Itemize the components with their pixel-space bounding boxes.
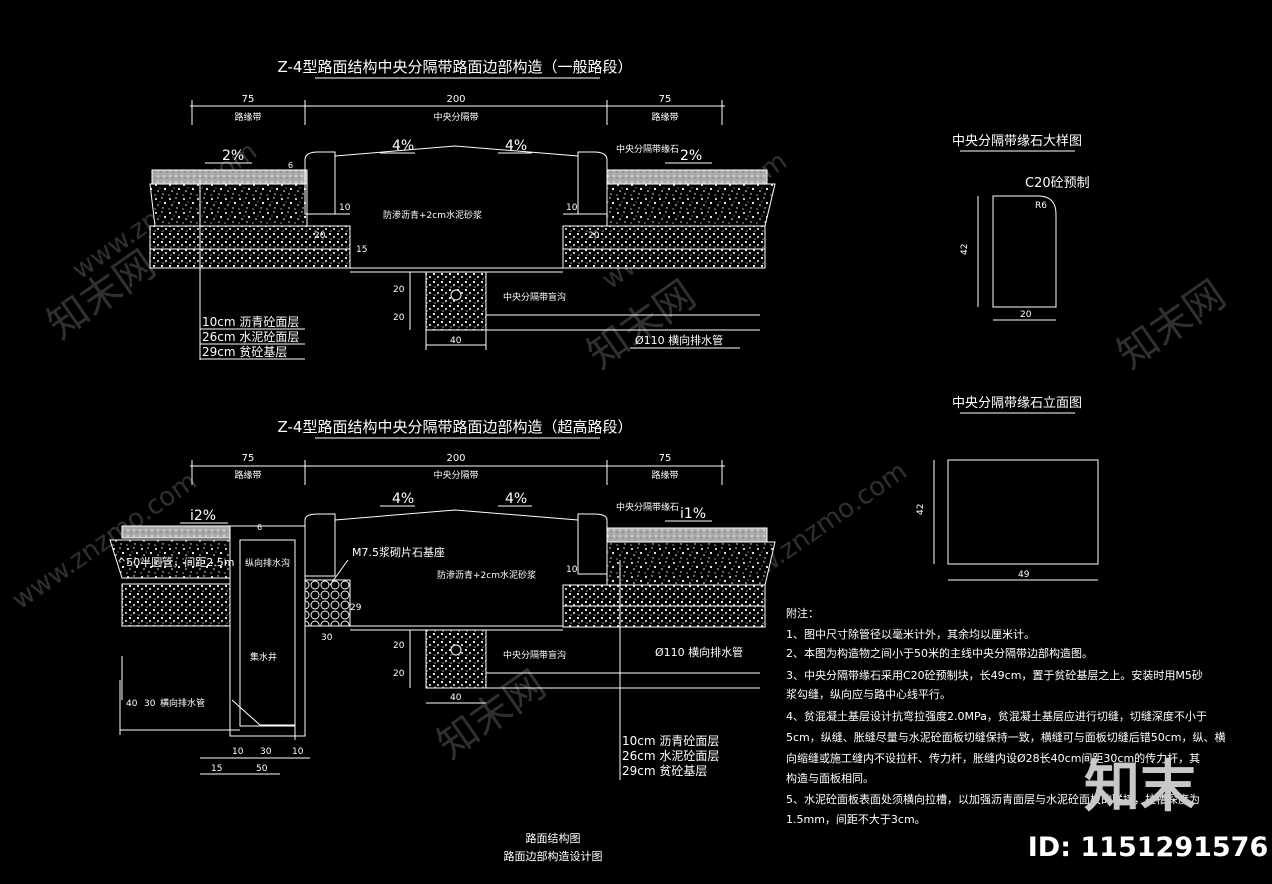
watermark-cn-3: 知末网 (1109, 272, 1234, 379)
s2-slope-mid-r: 4% (505, 491, 527, 507)
note-line-5: 4、贫混凝土基层设计抗弯拉强度2.0MPa，贫混凝土基层应进行切缝，切缝深度不小… (786, 709, 1207, 723)
curb-elevation: 中央分隔带缘石立面图 42 49 (916, 396, 1099, 581)
note-line-8: 构造与面板相同。 (786, 771, 874, 785)
note-line-6: 5cm，纵缝、胀缝尽量与水泥砼面板切缝保持一致，横缝可与面板切缝后错50cm，纵… (786, 730, 1226, 744)
s1-d15: 15 (356, 245, 367, 255)
s2-bottom-dim-2: 30 (260, 747, 272, 757)
notes-heading: 附注： (786, 606, 819, 620)
s2-curb-label: 中央分隔带缘石 (616, 501, 679, 513)
s1-dim-left: 75 (242, 94, 255, 105)
s2-cross-pipe-label: 横向排水管 (160, 697, 205, 709)
s2-slope-right: i1% (680, 506, 706, 522)
s2-bottom-dim-1: 10 (232, 747, 244, 757)
note-line-4: 浆勾缝，纵向应与路中心线平行。 (786, 687, 951, 701)
s1-layer-3: 29cm 贫砼基层 (202, 344, 287, 359)
s2-lbl-center: 中央分隔带 (433, 469, 478, 481)
image-id: ID: 1151291576 (1028, 832, 1269, 863)
s2-well-label: 集水井 (250, 651, 277, 663)
curb-detail: 中央分隔带缘石大样图 C20砼预制 R6 42 20 (952, 134, 1090, 321)
s1-slope-left: 2% (222, 148, 244, 164)
s2-dim-right: 75 (659, 453, 672, 464)
detail-a-title: 中央分隔带缘石大样图 (952, 134, 1082, 149)
detail-a-height: 42 (960, 244, 970, 255)
brand-logo: 知末 (1084, 755, 1196, 820)
s1-slope-mid-l: 4% (392, 138, 414, 154)
s1-drain-label: Ø110 横向排水管 (635, 333, 723, 347)
detail-b-title: 中央分隔带缘石立面图 (952, 396, 1082, 411)
s1-d20c: 20 (393, 285, 405, 295)
note-line-2: 2、本图为构造物之间小于50米的主线中央分隔带边部构造图。 (786, 646, 1093, 660)
s1-lbl-center: 中央分隔带 (433, 111, 478, 123)
section2-title: Z-4型路面结构中央分隔带路面边部构造（超高路段） (278, 418, 633, 436)
footer-line-1: 路面结构图 (526, 831, 581, 845)
s2-drain-label: Ø110 横向排水管 (655, 645, 743, 659)
s2-d20a: 20 (393, 641, 405, 651)
s1-dim-center: 200 (446, 94, 465, 105)
s2-d30: 30 (321, 633, 333, 643)
s1-slope-right: 2% (680, 148, 702, 164)
notes: 附注： 1、图中尺寸除管径以毫米计外，其余均以厘米计。 2、本图为构造物之间小于… (786, 606, 1226, 826)
s2-d6: 6 (257, 523, 262, 532)
s1-layer-1: 10cm 沥青砼面层 (202, 315, 299, 329)
s1-d10b: 10 (566, 203, 578, 213)
s2-d50: 50 (256, 764, 268, 774)
detail-a-radius: R6 (1035, 201, 1047, 211)
detail-b-width: 49 (1018, 570, 1030, 580)
s2-slope-left: i2% (190, 508, 216, 524)
s2-longitudinal-label: 纵向排水沟 (245, 557, 290, 569)
watermark-cn-2: 知末网 (579, 272, 704, 379)
s2-d40v: 40 (126, 699, 138, 709)
s1-lbl-right: 路缘带 (651, 111, 678, 123)
s2-layer-3: 29cm 贫砼基层 (622, 763, 707, 778)
s2-slope-mid-l: 4% (392, 491, 414, 507)
s2-d29: 29 (350, 603, 362, 613)
s2-bottom-dim-3: 10 (292, 747, 304, 757)
s1-d6: 6 (288, 161, 293, 170)
s2-dim-left: 75 (242, 453, 255, 464)
s1-d20d: 20 (393, 313, 405, 323)
s1-curb-label: 中央分隔带缘石 (616, 143, 679, 155)
s2-d30v: 30 (144, 699, 156, 709)
section-superelevation: Z-4型路面结构中央分隔带路面边部构造（超高路段） 75 200 75 路缘带 … (109, 418, 776, 780)
note-line-1: 1、图中尺寸除管径以毫米计外，其余均以厘米计。 (786, 627, 1035, 641)
detail-b-height: 42 (916, 504, 926, 515)
section-general: Z-4型路面结构中央分隔带路面边部构造（一般路段） 75 200 75 路缘带 … (149, 58, 776, 360)
s1-seal-label: 防渗沥青+2cm水泥砂浆 (383, 209, 482, 221)
detail-a-width: 20 (1020, 310, 1032, 320)
s2-d15: 15 (211, 764, 222, 774)
s1-d10a: 10 (339, 203, 351, 213)
s1-lbl-left: 路缘带 (234, 111, 261, 123)
s2-mortar-label: M7.5浆砌片石基座 (352, 545, 445, 559)
note-line-3: 3、中央分隔带缘石采用C20砼预制块，长49cm，置于贫砼基层之上。安装时用M5… (786, 668, 1203, 682)
s2-lbl-right: 路缘带 (651, 469, 678, 481)
s1-d20a: 20 (314, 231, 326, 241)
s1-dim-right: 75 (659, 94, 672, 105)
s2-layer-2: 26cm 水泥砼面层 (622, 749, 719, 763)
s2-dim-center: 200 (446, 453, 465, 464)
s2-d40: 40 (450, 693, 462, 703)
note-line-7: 向缩缝或施工缝内不设拉杆、传力杆，胀缝内设Ø28长40cm间距30cm的传力杆，… (786, 751, 1200, 765)
s2-d10: 10 (566, 565, 578, 575)
s2-gutter-label: ^50半圆管，间距2.5m (117, 555, 234, 569)
note-line-9: 5、水泥砼面板表面处须横向拉槽，以加强沥青面层与水泥砼面板的联接，拉槽深度为 (786, 792, 1200, 806)
s2-seal-label: 防渗沥青+2cm水泥砂浆 (437, 569, 536, 581)
detail-a-concrete: C20砼预制 (1025, 176, 1090, 191)
s2-pipe-label: 中央分隔带盲沟 (503, 649, 566, 661)
s1-slope-mid-r: 4% (505, 138, 527, 154)
s2-layer-1: 10cm 沥青砼面层 (622, 734, 719, 748)
s1-pipe-label: 中央分隔带盲沟 (503, 291, 566, 303)
s1-d40: 40 (450, 336, 462, 346)
s2-d20b: 20 (393, 669, 405, 679)
section1-title: Z-4型路面结构中央分隔带路面边部构造（一般路段） (278, 58, 633, 76)
footer-line-2: 路面边部构造设计图 (504, 849, 603, 863)
s1-d20b: 20 (588, 231, 600, 241)
note-line-10: 1.5mm，间距不大于3cm。 (786, 812, 926, 826)
s2-lbl-left: 路缘带 (234, 469, 261, 481)
s1-layer-2: 26cm 水泥砼面层 (202, 330, 299, 344)
